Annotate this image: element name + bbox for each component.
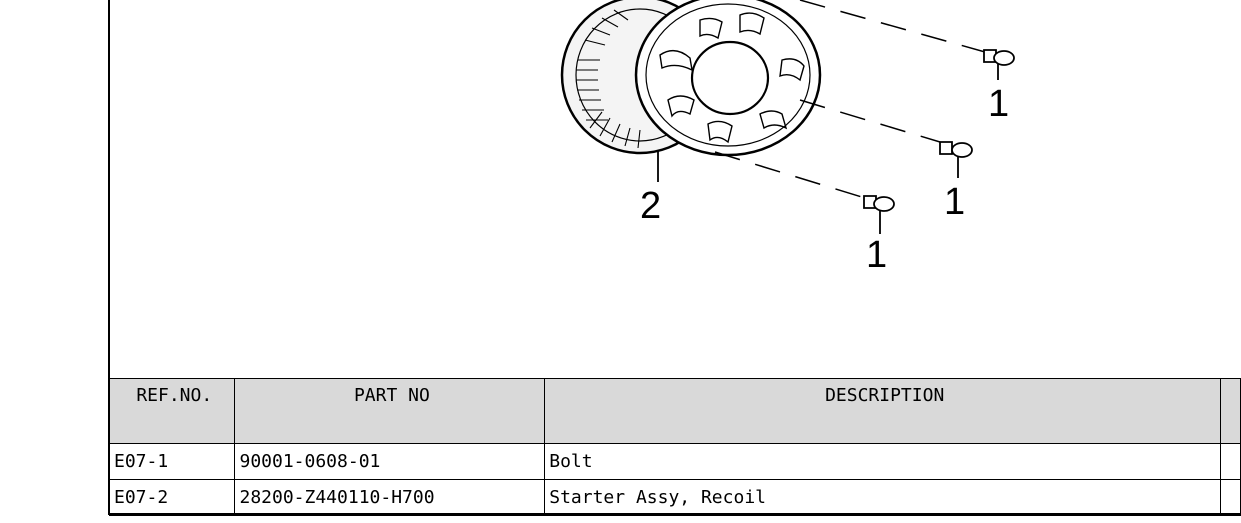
cell-qty (1220, 479, 1241, 516)
cell-ref-no: E07-1 (108, 443, 236, 480)
callout-label: 1 (988, 83, 1009, 125)
callout-label: 2 (640, 185, 661, 227)
dashed-leader-lines (714, 0, 986, 199)
callout-label: 1 (944, 181, 965, 223)
table-row: E07-1 90001-0608-01 Bolt (108, 443, 1241, 480)
callout-label: 1 (866, 234, 887, 276)
bolt-drawing-1 (983, 49, 1015, 80)
parts-table: REF.NO. PART NO DESCRIPTION E07-1 90001-… (108, 378, 1241, 516)
cell-qty (1220, 443, 1241, 480)
header-part-no: PART NO (234, 378, 546, 444)
cell-description: Starter Assy, Recoil (544, 479, 1222, 516)
table-header-row: REF.NO. PART NO DESCRIPTION (108, 378, 1241, 444)
header-ref-no: REF.NO. (108, 378, 236, 444)
header-description: DESCRIPTION (544, 378, 1222, 444)
header-qty (1220, 378, 1241, 444)
table-row: E07-2 28200-Z440110-H700 Starter Assy, R… (108, 479, 1241, 516)
recoil-starter-drawing (560, 0, 822, 157)
bolt-drawing-2 (939, 141, 973, 178)
cell-ref-no: E07-2 (108, 479, 236, 516)
exploded-parts-diagram: 1 1 1 2 (560, 0, 1015, 276)
bolt-drawing-3 (863, 195, 895, 234)
cell-part-no: 28200-Z440110-H700 (234, 479, 546, 516)
cell-part-no: 90001-0608-01 (234, 443, 546, 480)
cell-description: Bolt (544, 443, 1222, 480)
